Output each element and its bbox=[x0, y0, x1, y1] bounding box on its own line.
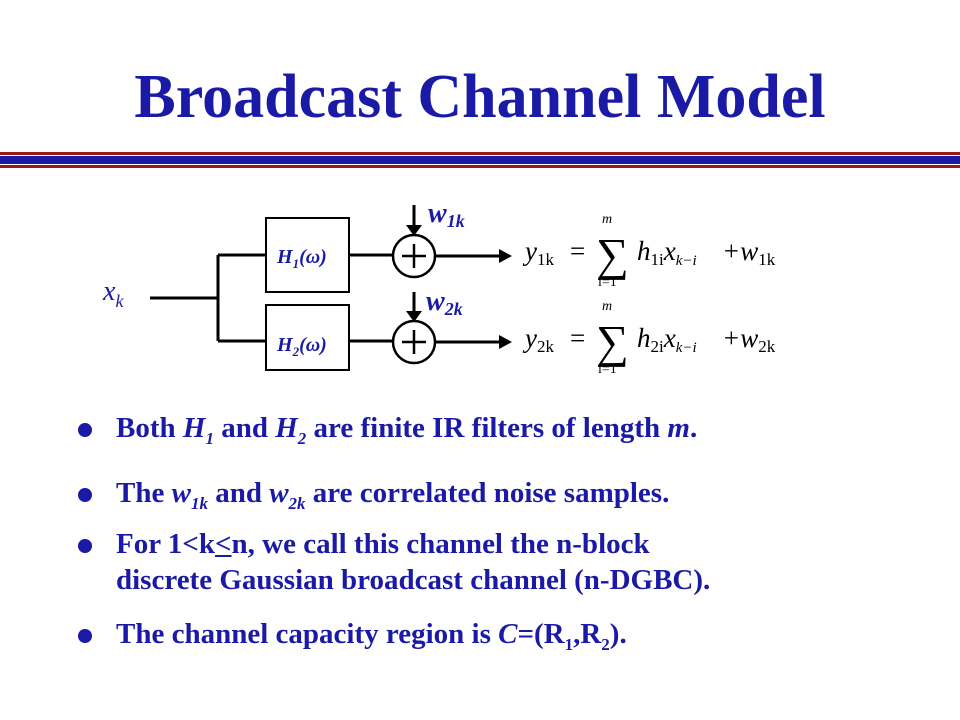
output2-arrow-icon bbox=[499, 335, 512, 349]
noise1-label: w1k bbox=[428, 198, 465, 231]
equation-1: y1k = m ∑ i=1 h1ixk−i +w1k bbox=[522, 212, 776, 290]
title-rule-top bbox=[0, 152, 960, 155]
bullet-4: The channel capacity region is C=(R1,R2)… bbox=[78, 616, 938, 663]
title-rule-middle bbox=[0, 156, 960, 164]
broadcast-channel-diagram: xk H1(ω) H2(ω) w1k w2k y1k = m ∑ i=1 h1i… bbox=[102, 198, 776, 377]
noise2-arrow-icon bbox=[406, 311, 422, 322]
svg-text:m: m bbox=[602, 299, 612, 314]
svg-text:+w2k: +w2k bbox=[722, 323, 776, 356]
title-rule-bottom bbox=[0, 165, 960, 168]
svg-text:h2ixk−i: h2ixk−i bbox=[637, 323, 697, 356]
bullet-3: For 1<k<n, we call this channel the n-bl… bbox=[78, 526, 938, 598]
filter1-box bbox=[265, 217, 350, 293]
filter2-box bbox=[265, 304, 350, 371]
svg-text:m: m bbox=[602, 212, 612, 227]
page-title: Broadcast Channel Model bbox=[134, 63, 826, 131]
bullet-dot-icon bbox=[78, 487, 92, 502]
equation-2: y2k = m ∑ i=1 h2ixk−i +w2k bbox=[522, 299, 776, 377]
filter1-label: H1(ω) bbox=[276, 246, 327, 271]
svg-text:y2k: y2k bbox=[522, 323, 554, 356]
svg-text:i=1: i=1 bbox=[598, 362, 617, 377]
svg-text:y1k: y1k bbox=[522, 236, 554, 269]
svg-text:=: = bbox=[570, 236, 585, 266]
bullet-dot-icon bbox=[78, 628, 92, 643]
input-label: xk bbox=[102, 276, 124, 311]
noise2-label: w2k bbox=[426, 286, 463, 319]
bullet-list: Both H1 and H2 are finite IR filters of … bbox=[78, 410, 938, 662]
svg-text:+w1k: +w1k bbox=[722, 236, 776, 269]
bullet-dot-icon bbox=[78, 423, 92, 437]
noise1-arrow-icon bbox=[406, 225, 422, 236]
svg-text:h1ixk−i: h1ixk−i bbox=[637, 236, 697, 269]
filter2-label: H2(ω) bbox=[276, 334, 327, 359]
bullet-dot-icon bbox=[78, 538, 92, 553]
svg-text:i=1: i=1 bbox=[598, 275, 617, 290]
bullet-1: Both H1 and H2 are finite IR filters of … bbox=[78, 410, 938, 457]
svg-text:=: = bbox=[570, 323, 585, 353]
output1-arrow-icon bbox=[499, 249, 512, 263]
bullet-2: The w1k and w2k are correlated noise sam… bbox=[78, 475, 938, 522]
svg-text:∑: ∑ bbox=[596, 229, 629, 280]
svg-text:∑: ∑ bbox=[596, 316, 629, 367]
